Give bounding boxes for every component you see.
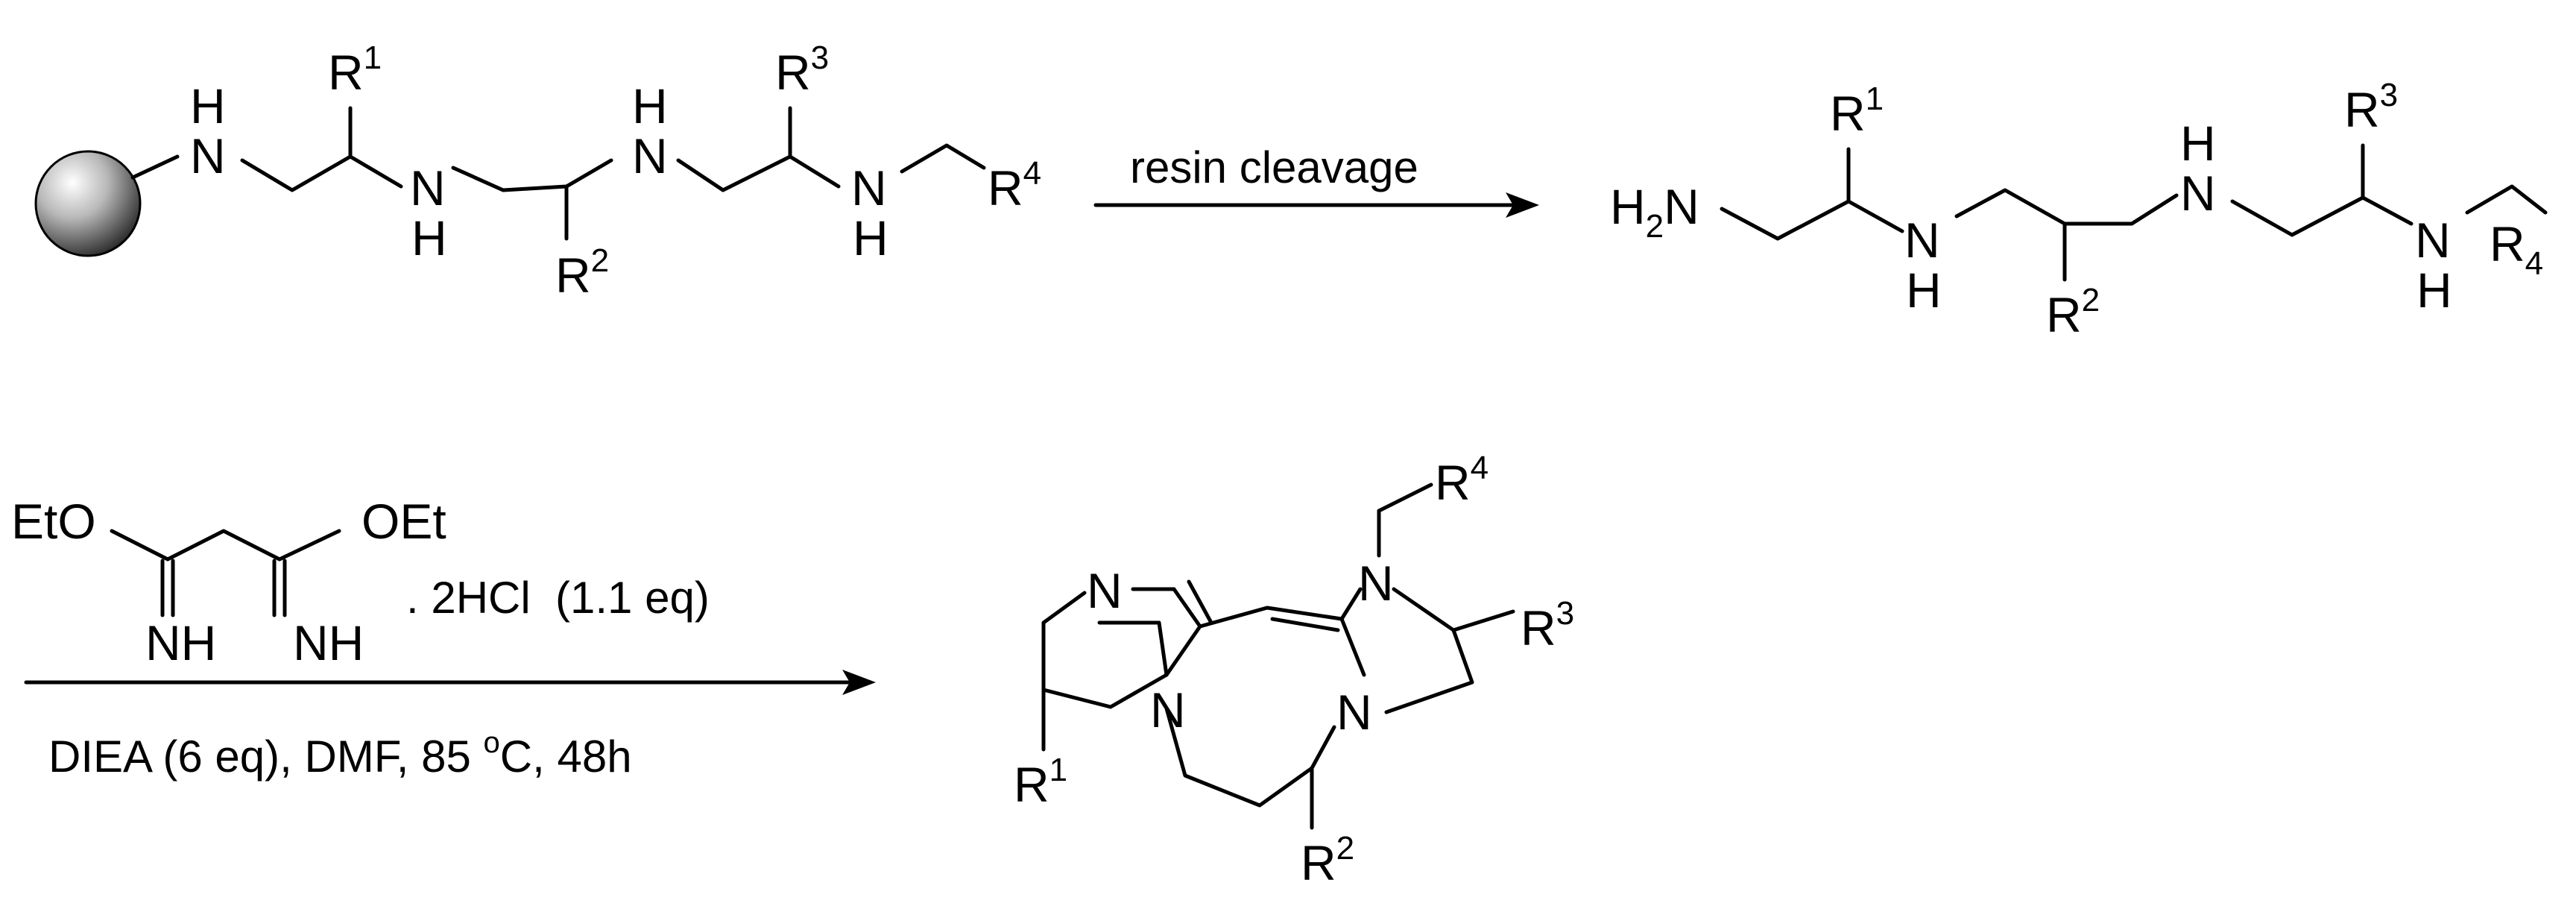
nh-label: N: [1904, 213, 1940, 268]
r2-label: R2: [1301, 830, 1354, 890]
nh-label: H: [190, 78, 226, 133]
ring-n-label: N: [1336, 685, 1372, 740]
nh-label: N: [2180, 166, 2216, 221]
r1-label: R1: [328, 40, 382, 100]
left-ring-bonds: [1041, 620, 1169, 709]
arrow-head-icon: [1506, 192, 1539, 218]
nh-label: H: [411, 210, 447, 265]
right-ring-bonds-2: [1384, 587, 1474, 714]
step2-conditions-label: DIEA (6 eq), DMF, 85 oC, 48h: [48, 726, 632, 782]
reaction-arrow-1: resin cleavage: [1093, 142, 1539, 218]
reagent-oet-label: OEt: [362, 494, 446, 549]
reaction-arrow-2: DIEA (6 eq), DMF, 85 oC, 48h: [24, 670, 876, 782]
right-ring-bonds: [1339, 587, 1363, 621]
r3-label: R3: [1521, 595, 1574, 655]
r4-label: R4: [2490, 216, 2543, 282]
nh-label: N: [632, 128, 668, 183]
nh-label: H: [853, 210, 888, 265]
nh-label: H: [632, 78, 668, 133]
resin-bound-polyamine: H N R1 N H R2 H N R3 N H R4: [34, 40, 1041, 303]
reagent-backbone-bonds: [110, 529, 341, 562]
reagent-imine-label: NH: [145, 615, 216, 670]
r3-label: R3: [775, 40, 829, 100]
nh-label: H: [2416, 262, 2452, 318]
step1-reagent-label: resin cleavage: [1130, 142, 1418, 192]
product1-backbone-bonds-4: [2465, 184, 2548, 215]
nh-label: N: [2415, 213, 2451, 268]
reagent-eto-label: EtO: [11, 494, 96, 549]
r3-bond: [1451, 609, 1515, 632]
diazepine-ring-bonds-2: [1164, 706, 1336, 808]
resin-backbone-bonds-5: [900, 143, 986, 174]
product1-backbone-bonds: [1720, 199, 1904, 241]
arrow-head-icon: [842, 670, 876, 695]
resin-backbone-bonds: [130, 154, 180, 180]
r1-label: R1: [1830, 81, 1884, 141]
resin-backbone-bonds-2: [240, 154, 403, 192]
resin-backbone-bonds-4: [676, 154, 841, 192]
r2-label: R2: [2046, 282, 2100, 342]
ring-n-label: N: [1150, 682, 1186, 738]
ring-n-label: N: [1358, 556, 1394, 611]
r4-label: R4: [988, 155, 1041, 216]
nh-label: N: [410, 160, 446, 216]
resin-bead-icon: [34, 150, 142, 257]
nh-label: H: [1906, 262, 1942, 318]
r4-label: R4: [1435, 450, 1489, 510]
cleaved-polyamine: H2N R1 N H R2 H N R3 N H R4: [1610, 77, 2548, 342]
nh-label: N: [851, 160, 887, 216]
cn-double-bond: [1187, 579, 1213, 625]
nh-label: H: [2180, 116, 2216, 171]
diazepine-ring-bonds: [1198, 606, 1366, 677]
r2-label: R2: [555, 242, 609, 303]
left-ring-bonds-2: [1041, 591, 1087, 625]
resin-backbone-bonds-3: [451, 158, 613, 192]
left-ring-bonds-4: [1164, 624, 1202, 677]
ring-n-label: N: [1087, 563, 1123, 618]
diazepine-double-bond: [1270, 617, 1340, 632]
cn-double-bond: [1172, 587, 1202, 629]
tricyclic-product: N N N N R4 R3 R1 R2: [1014, 450, 1574, 890]
malonimidate-reagent: EtO OEt NH NH . 2HCl (1.1 eq): [11, 494, 710, 670]
nh-label: N: [190, 128, 226, 183]
reagent-salt-label: . 2HCl (1.1 eq): [406, 573, 710, 623]
amine-terminus-label: H2N: [1610, 179, 1699, 245]
r4-linker-bond-2: [1377, 482, 1433, 513]
reagent-imine-label-2: NH: [293, 615, 364, 670]
product1-backbone-bonds-2: [1954, 188, 2179, 226]
r1-label: R1: [1014, 752, 1067, 812]
r3-label: R3: [2344, 77, 2398, 137]
product1-backbone-bonds-3: [2230, 195, 2414, 237]
